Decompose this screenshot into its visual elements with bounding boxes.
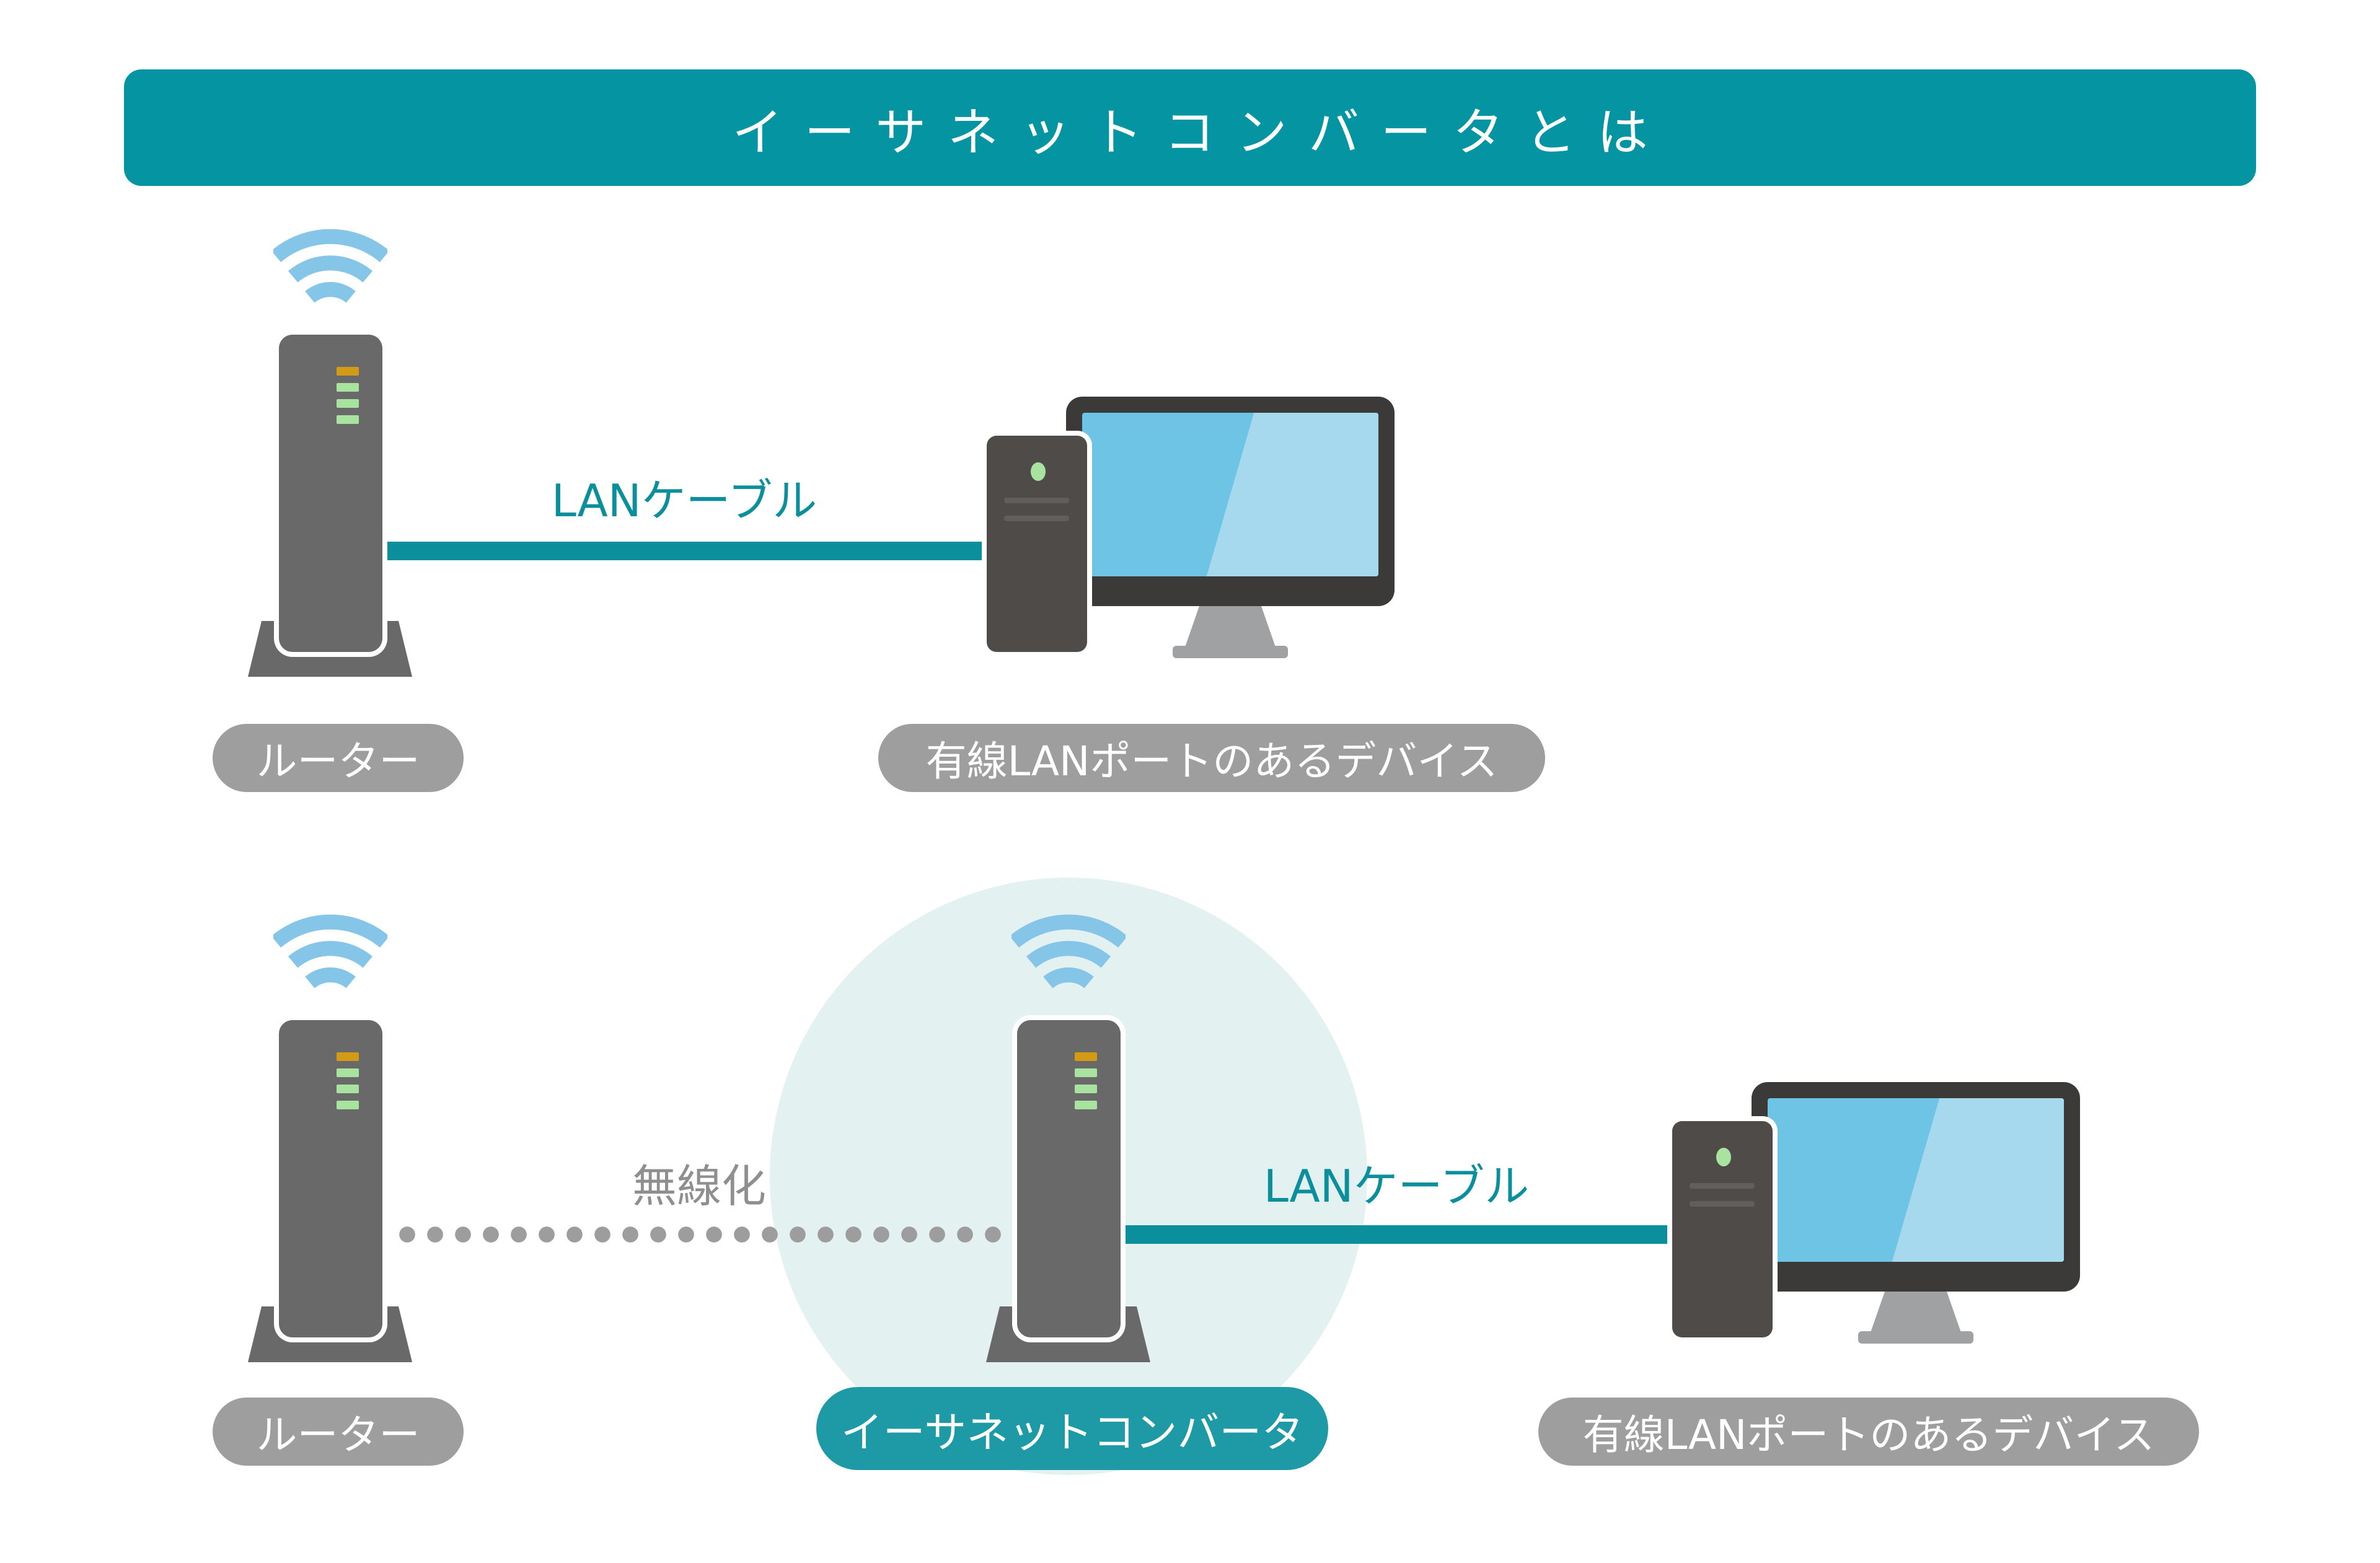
- desktop-computer-illustration-top: [987, 397, 1396, 658]
- wireless-label: 無線化: [632, 1160, 767, 1212]
- desktop-computer-illustration-bottom: [1672, 1082, 2081, 1344]
- lan-cable-line-bottom: [1119, 1225, 1680, 1244]
- monitor-stand: [1185, 606, 1276, 647]
- tower-vent-line: [1690, 1201, 1755, 1207]
- pc-tower: [1672, 1121, 1773, 1337]
- tower-power-led: [1716, 1148, 1731, 1166]
- led-indicator-green: [337, 1068, 359, 1077]
- router-label-text: ルーター: [256, 737, 420, 785]
- led-indicator-green: [1075, 1101, 1097, 1109]
- page-title: イーサネットコンバータとは: [732, 103, 1670, 162]
- monitor-stand-base: [1858, 1331, 1973, 1344]
- led-indicator-orange: [1075, 1052, 1097, 1061]
- device-label-pill-top: 有線LANポートのあるデバイス: [878, 724, 1545, 792]
- device-label-text: 有線LANポートのあるデバイス: [1582, 1411, 2155, 1459]
- monitor-stand-base: [1173, 646, 1288, 658]
- lan-cable-line-top: [382, 542, 990, 560]
- led-indicator-green: [337, 383, 359, 392]
- tower-vent-line: [1004, 498, 1069, 503]
- router-body: [279, 335, 382, 652]
- tower-vent-line: [1004, 516, 1069, 521]
- monitor-screen: [1082, 413, 1378, 576]
- monitor: [1752, 1082, 2080, 1292]
- monitor-screen: [1768, 1098, 2064, 1262]
- led-indicator-green: [1075, 1068, 1097, 1077]
- led-indicator-green: [337, 399, 359, 408]
- led-indicator-green: [337, 415, 359, 424]
- router-label-pill-top: ルーター: [213, 724, 464, 792]
- wireless-dotted-line: [394, 1224, 1020, 1245]
- wifi-signal-icon: [273, 914, 387, 988]
- screen-highlight: [1892, 1098, 2064, 1262]
- router-illustration-top: [248, 227, 412, 677]
- monitor: [1066, 397, 1395, 606]
- led-indicator-green: [337, 1085, 359, 1093]
- ethernet-converter-illustration: [986, 912, 1150, 1362]
- pc-tower: [987, 436, 1087, 652]
- wifi-signal-icon: [1011, 914, 1126, 988]
- tower-power-led: [1031, 462, 1046, 481]
- device-label-text: 有線LANポートのあるデバイス: [925, 737, 1498, 785]
- led-indicator-orange: [337, 1052, 359, 1061]
- title-banner: イーサネットコンバータとは: [124, 69, 2256, 186]
- led-indicator-green: [1075, 1085, 1097, 1093]
- router-body: [279, 1020, 382, 1337]
- wifi-signal-icon: [273, 229, 387, 303]
- converter-body: [1017, 1020, 1121, 1337]
- converter-label-text: イーサネットコンバータ: [840, 1408, 1304, 1458]
- tower-vent-line: [1690, 1183, 1755, 1189]
- led-indicator-green: [337, 1101, 359, 1109]
- device-label-pill-bottom: 有線LANポートのあるデバイス: [1538, 1398, 2199, 1466]
- lan-cable-label-bottom: LANケーブル: [1263, 1160, 1530, 1212]
- router-label-pill-bottom: ルーター: [213, 1398, 464, 1466]
- monitor-stand: [1871, 1292, 1961, 1332]
- router-label-text: ルーター: [256, 1411, 420, 1459]
- router-illustration-bottom: [248, 912, 412, 1362]
- screen-highlight: [1206, 413, 1378, 576]
- led-indicator-orange: [337, 367, 359, 376]
- converter-label-badge: イーサネットコンバータ: [816, 1387, 1328, 1470]
- lan-cable-label-top: LANケーブル: [551, 475, 818, 527]
